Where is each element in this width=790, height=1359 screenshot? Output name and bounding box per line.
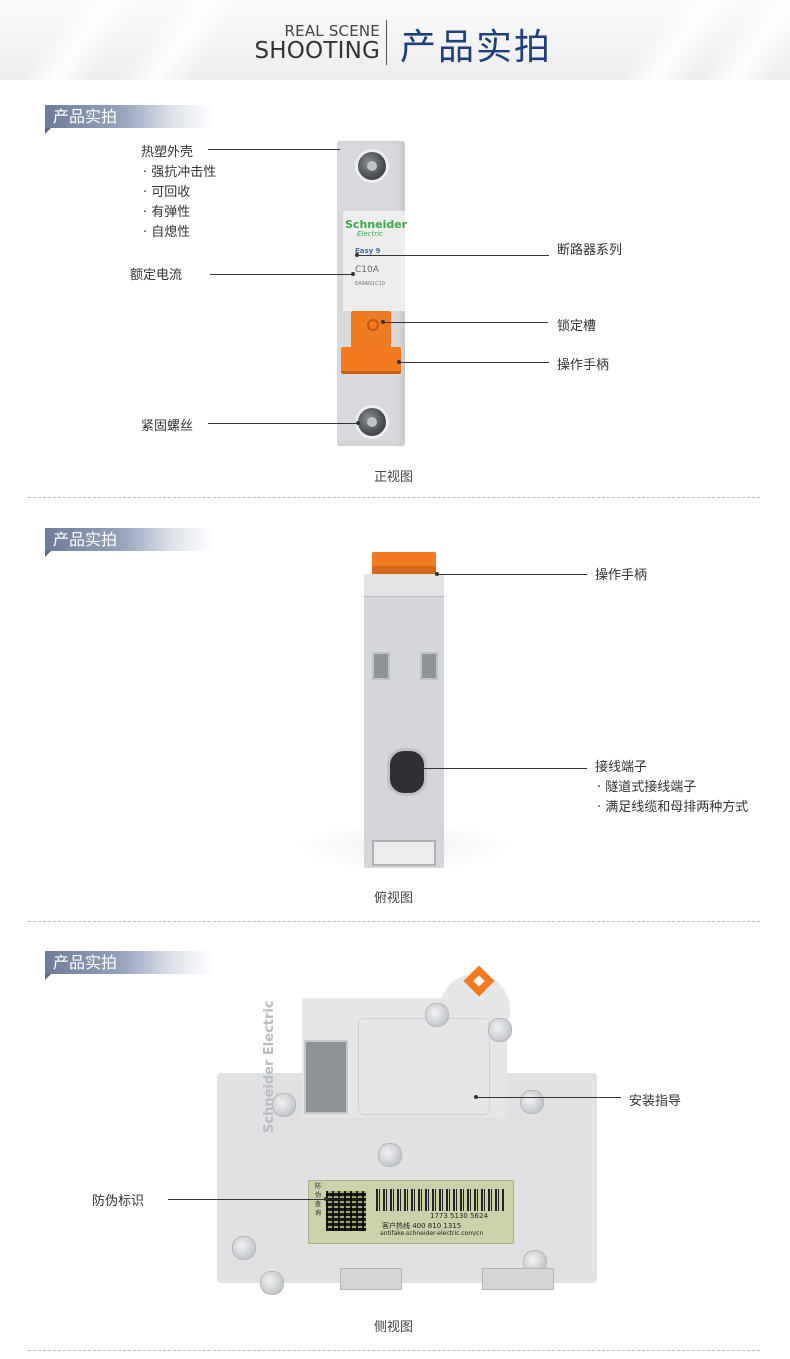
callout-series: 断路器系列 xyxy=(557,243,623,258)
brand-logo: Schneider xyxy=(345,218,408,231)
din-rail-clip xyxy=(482,1268,554,1290)
operating-handle xyxy=(372,552,436,574)
operating-handle xyxy=(341,347,401,371)
leader-line xyxy=(399,362,549,363)
header-en-line1: REAL SCENE xyxy=(284,22,380,40)
side-view-breaker: Schneider Electric 防伪查询 1773 5130 5624 客… xyxy=(210,965,610,1313)
rating-label: C10A xyxy=(355,265,379,275)
screw-icon xyxy=(520,1090,544,1114)
leader-dot xyxy=(324,1197,328,1201)
leader-line xyxy=(208,423,358,424)
anti-fake-vertical-text: 防伪查询 xyxy=(315,1183,322,1217)
section-divider xyxy=(28,1350,760,1351)
screw-icon xyxy=(260,1271,284,1295)
section-tab-top: 产品实拍 xyxy=(45,528,215,557)
lock-slot-icon xyxy=(367,319,379,331)
leader-dot xyxy=(351,272,355,276)
terminal-feature: · 隧道式接线端子 xyxy=(597,780,697,795)
barcode-icon xyxy=(376,1189,504,1211)
vent-slot xyxy=(372,652,390,680)
callout-lock-slot: 锁定槽 xyxy=(557,319,597,334)
leader-line xyxy=(437,574,587,575)
shell-feature: · 自熄性 xyxy=(143,225,191,240)
vent-slot xyxy=(420,652,438,680)
callout-rated-current: 额定电流 xyxy=(130,268,183,283)
leader-dot xyxy=(355,253,359,257)
terminal-feature: · 满足线缆和母排两种方式 xyxy=(597,800,749,815)
section-tab-front: 产品实拍 xyxy=(45,105,215,134)
caption-top-view: 俯视图 xyxy=(374,891,414,906)
breaker-body xyxy=(364,574,444,868)
leader-line xyxy=(168,1199,326,1200)
callout-install-guide: 安装指导 xyxy=(629,1094,682,1109)
screw-icon xyxy=(488,1018,512,1042)
section-divider xyxy=(28,921,760,922)
din-rail-clip xyxy=(340,1268,402,1290)
shell-feature: · 可回收 xyxy=(143,185,191,200)
terminal-hole xyxy=(387,748,427,796)
sticker-serial: 1773 5130 5624 xyxy=(430,1212,488,1220)
qr-code-icon xyxy=(326,1191,366,1231)
leader-line xyxy=(383,322,548,323)
callout-fastening-screw: 紧固螺丝 xyxy=(141,419,194,434)
callout-anti-fake: 防伪标识 xyxy=(92,1194,145,1209)
caption-side-view: 侧视图 xyxy=(374,1320,414,1335)
shell-feature: · 强抗冲击性 xyxy=(143,165,217,180)
leader-line xyxy=(210,274,353,275)
breaker-ridge xyxy=(364,574,444,597)
callout-handle-top: 操作手柄 xyxy=(595,568,648,583)
screw-icon xyxy=(355,405,389,439)
install-diagram xyxy=(358,1018,490,1115)
leader-line xyxy=(357,255,549,256)
header-divider xyxy=(386,20,387,65)
section-tab-side: 产品实拍 xyxy=(45,951,215,980)
shell-feature: · 有弹性 xyxy=(143,205,191,220)
screw-icon xyxy=(232,1236,256,1260)
leader-line xyxy=(208,149,340,150)
callout-terminal: 接线端子 xyxy=(595,760,648,775)
leader-line xyxy=(476,1097,621,1098)
screw-icon xyxy=(425,1003,449,1027)
leader-line xyxy=(415,768,587,769)
leader-dot xyxy=(356,421,360,425)
sticker-url: antifake.schneider-electric.com/cn xyxy=(380,1230,484,1237)
callout-shell: 热塑外壳 xyxy=(141,145,194,160)
label-panel xyxy=(343,211,405,311)
callout-handle: 操作手柄 xyxy=(557,358,610,373)
leader-dot xyxy=(413,766,417,770)
leader-dot xyxy=(474,1095,478,1099)
screw-icon xyxy=(355,149,389,183)
din-clip xyxy=(372,840,436,866)
lock-slot-area xyxy=(351,311,391,351)
section-divider xyxy=(28,497,760,498)
leader-dot xyxy=(435,572,439,576)
caption-front-view: 正视图 xyxy=(374,470,414,485)
model-label: EA9AN1C10 xyxy=(355,281,385,287)
screw-icon xyxy=(378,1143,402,1167)
series-label: Easy 9 xyxy=(355,247,381,255)
page-header: REAL SCENE SHOOTING 产品实拍 xyxy=(0,0,790,80)
header-cn-title: 产品实拍 xyxy=(400,27,553,68)
front-view-breaker: Schneider Electric Easy 9 C10A EA9AN1C10 xyxy=(337,141,408,446)
leader-dot xyxy=(381,320,385,324)
header-en-line2: SHOOTING xyxy=(254,38,380,64)
screw-icon xyxy=(272,1093,296,1117)
leader-dot xyxy=(397,360,401,364)
top-view-breaker xyxy=(294,552,514,872)
indicator-window xyxy=(304,1040,348,1114)
brand-sub: Electric xyxy=(357,230,383,238)
brand-embossed: Schneider Electric xyxy=(262,1000,277,1133)
sticker-hotline: 客户热线 400 810 1315 xyxy=(382,1222,462,1230)
